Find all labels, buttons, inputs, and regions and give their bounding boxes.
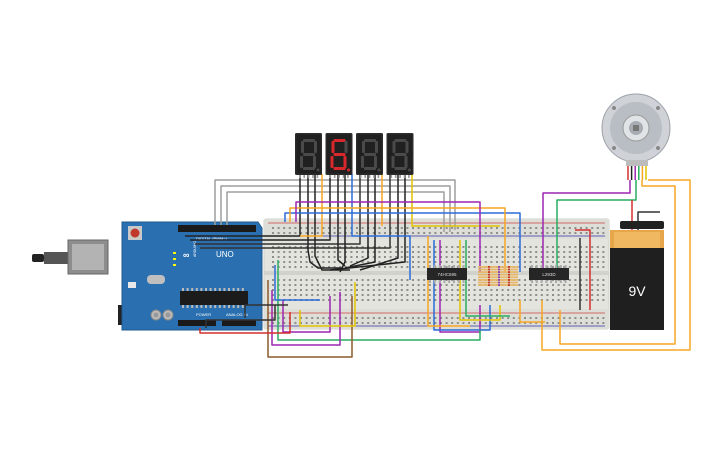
- segment-f: [301, 141, 304, 153]
- segment-g: [333, 153, 346, 156]
- motor-terminal: [626, 160, 648, 166]
- battery-label: 9V: [628, 283, 646, 299]
- arduino-model-label: UNO: [216, 250, 234, 259]
- seven-segment-display-2[interactable]: [325, 133, 353, 178]
- segment-f: [392, 141, 396, 153]
- wires[interactable]: [185, 174, 691, 358]
- motor-driver-chip[interactable]: L293D: [529, 265, 569, 283]
- resistor-array[interactable]: [478, 266, 518, 286]
- analog-header-label: ANALOG IN: [226, 312, 248, 317]
- arduino-uno-board[interactable]: DIGITAL (PWM~) ∞ UNO ARDUINO POWER ANALO…: [32, 221, 263, 331]
- shift-register-chip[interactable]: 74HC595: [427, 265, 467, 283]
- segment-a: [394, 139, 407, 142]
- battery-body: [610, 248, 664, 330]
- segment-d: [333, 167, 346, 170]
- arduino-brand-label: ARDUINO: [193, 241, 197, 257]
- breadboard-holes: [272, 227, 605, 324]
- atmega-chip: [180, 291, 248, 305]
- decimal-point: [408, 168, 411, 172]
- usb-cable-end: [32, 254, 44, 262]
- decimal-point: [377, 168, 381, 172]
- segment-a: [364, 139, 376, 142]
- segment-b: [375, 141, 378, 153]
- segment-a: [303, 139, 315, 142]
- segment-e: [300, 156, 303, 168]
- segment-a: [333, 139, 346, 142]
- analog-header: [222, 320, 256, 326]
- motor-driver-label: L293D: [542, 272, 556, 277]
- dc-motor[interactable]: [601, 93, 671, 180]
- usb-cable: [44, 252, 70, 264]
- segment-b: [344, 141, 348, 153]
- segment-b: [314, 141, 317, 153]
- seven-segment-displays[interactable]: [295, 133, 414, 178]
- segment-f: [362, 141, 365, 153]
- decimal-point: [316, 168, 320, 172]
- seven-segment-display-3[interactable]: [356, 133, 383, 178]
- segment-g: [303, 153, 315, 156]
- segment-g: [364, 153, 376, 156]
- segment-f: [331, 141, 335, 153]
- breadboard[interactable]: [263, 218, 610, 330]
- segment-c: [404, 156, 408, 168]
- digital-header-label: DIGITAL (PWM~): [196, 236, 228, 241]
- crystal: [147, 275, 165, 284]
- battery-snap: [620, 221, 664, 229]
- seven-segment-display-4[interactable]: [386, 133, 414, 178]
- seven-segment-display-1[interactable]: [295, 133, 322, 178]
- decimal-point: [347, 168, 350, 172]
- segment-e: [330, 156, 334, 168]
- segment-c: [313, 156, 316, 168]
- battery-9v[interactable]: 9V: [610, 221, 664, 330]
- segment-e: [361, 156, 364, 168]
- segment-g: [394, 153, 407, 156]
- digital-header: [178, 225, 256, 232]
- shift-register-label: 74HC595: [437, 272, 457, 277]
- power-header: [178, 320, 216, 326]
- segment-c: [374, 156, 377, 168]
- segment-c: [343, 156, 347, 168]
- segment-d: [303, 167, 315, 170]
- segment-e: [391, 156, 395, 168]
- arduino-logo: ∞: [183, 250, 190, 260]
- segment-d: [394, 167, 407, 170]
- segment-d: [364, 167, 376, 170]
- power-header-label: POWER: [196, 312, 211, 317]
- segment-b: [405, 141, 409, 153]
